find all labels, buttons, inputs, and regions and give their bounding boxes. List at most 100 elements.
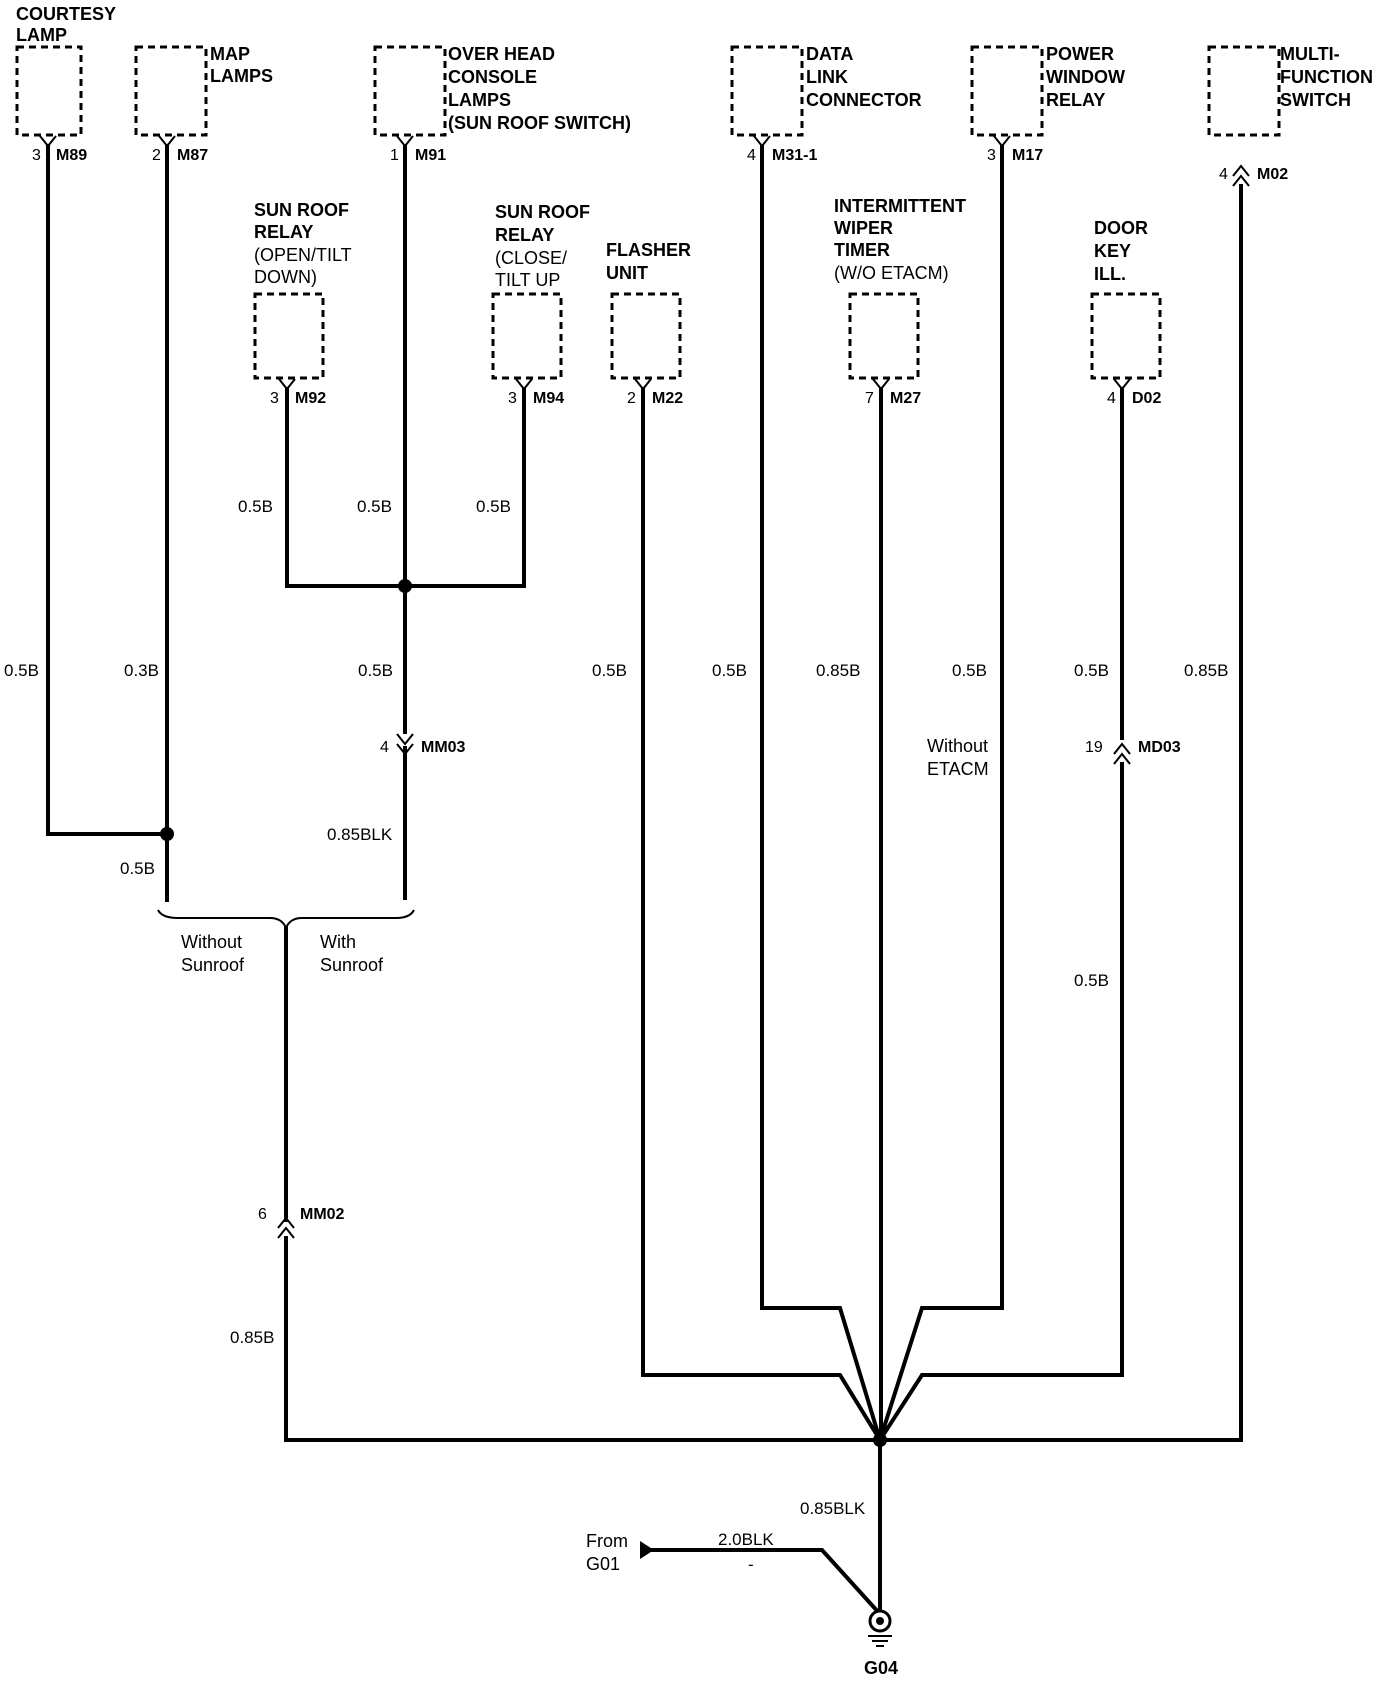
srr-open-label-3: (OPEN/TILT bbox=[254, 245, 352, 265]
without-etacm-2: ETACM bbox=[927, 759, 989, 779]
courtesy-connector: M89 bbox=[56, 147, 87, 164]
mm03-pin: 4 bbox=[380, 739, 389, 756]
map-lamps-label-1: MAP bbox=[210, 44, 250, 64]
wl-dlc: 0.5B bbox=[712, 661, 747, 680]
wl-m91-lower: 0.5B bbox=[358, 661, 393, 680]
pwr-label-3: RELAY bbox=[1046, 90, 1105, 110]
md03-connector: MD03 bbox=[1138, 739, 1181, 756]
wire-from-g01 bbox=[648, 1548, 883, 1617]
flasher-unit-box bbox=[610, 292, 682, 380]
without-etacm-1: Without bbox=[927, 736, 988, 756]
wire-trunk-lower bbox=[284, 1236, 882, 1442]
wl-m91-upper: 0.5B bbox=[357, 497, 392, 516]
wiper-connector: M27 bbox=[890, 390, 921, 407]
splice-ground bbox=[873, 1433, 887, 1447]
ground-label: G04 bbox=[864, 1658, 898, 1678]
srr-close-pin: 3 bbox=[508, 390, 517, 407]
pin-symbols bbox=[39, 135, 1131, 391]
courtesy-lamp-label-1: COURTESY bbox=[16, 4, 116, 24]
wiper-label-3: TIMER bbox=[834, 240, 890, 260]
srr-close-connector: M94 bbox=[533, 390, 564, 407]
door-label-1: DOOR bbox=[1094, 218, 1148, 238]
courtesy-lamp-label-2: LAMP bbox=[16, 25, 67, 45]
wl-m94: 0.5B bbox=[476, 497, 511, 516]
map-connector: M87 bbox=[177, 147, 208, 164]
sunroof-option-bracket bbox=[157, 909, 415, 931]
overhead-connector: M91 bbox=[415, 147, 446, 164]
overhead-label-3: LAMPS bbox=[448, 90, 511, 110]
srr-close-label-1: SUN ROOF bbox=[495, 202, 590, 222]
splice-map bbox=[160, 827, 174, 841]
mm03-connector: MM03 bbox=[421, 739, 466, 756]
multi-function-switch-box bbox=[1207, 45, 1281, 137]
mm02-connector: MM02 bbox=[300, 1206, 345, 1223]
pwr-pin: 3 bbox=[987, 147, 996, 164]
pwr-label-1: POWER bbox=[1046, 44, 1114, 64]
wiper-pin: 7 bbox=[865, 390, 874, 407]
door-key-ill-box bbox=[1090, 292, 1162, 380]
wl-mm02-lower: 0.85B bbox=[230, 1328, 274, 1347]
overhead-label-4: (SUN ROOF SWITCH) bbox=[448, 113, 631, 133]
mm02-connector-symbol bbox=[277, 1216, 295, 1239]
mfs-label-1: MULTI- bbox=[1280, 44, 1340, 64]
mm02-pin: 6 bbox=[258, 1206, 267, 1223]
wl-tick: - bbox=[748, 1555, 754, 1574]
srr-close-label-4: TILT UP bbox=[495, 270, 560, 290]
srr-close-label-3: (CLOSE/ bbox=[495, 248, 567, 268]
wl-courtesy: 0.5B bbox=[4, 661, 39, 680]
splice-sunroof bbox=[398, 579, 412, 593]
from-g01-arrow-icon bbox=[640, 1541, 654, 1559]
without-sunroof-2: Sunroof bbox=[181, 955, 245, 975]
mfs-label-2: FUNCTION bbox=[1280, 67, 1373, 87]
door-connector: D02 bbox=[1132, 390, 1161, 407]
md03-connector-symbol bbox=[1113, 742, 1131, 765]
flasher-pin: 2 bbox=[627, 390, 636, 407]
door-pin: 4 bbox=[1107, 390, 1116, 407]
wl-mfs: 0.85B bbox=[1184, 661, 1228, 680]
dlc-pin: 4 bbox=[747, 147, 756, 164]
dlc-label-3: CONNECTOR bbox=[806, 90, 922, 110]
mfs-label-3: SWITCH bbox=[1280, 90, 1351, 110]
wire-courtesy bbox=[46, 144, 169, 836]
wire-mfs bbox=[878, 184, 1243, 1442]
pwr-connector: M17 bbox=[1012, 147, 1043, 164]
map-pin: 2 bbox=[152, 147, 161, 164]
data-link-connector-box bbox=[730, 45, 804, 137]
wl-door-lower: 0.5B bbox=[1074, 971, 1109, 990]
sun-roof-relay-open-box bbox=[253, 292, 325, 380]
with-sunroof-2: Sunroof bbox=[320, 955, 384, 975]
flasher-label-2: UNIT bbox=[606, 263, 648, 283]
srr-open-label-4: DOWN) bbox=[254, 267, 317, 287]
overhead-console-box bbox=[373, 45, 447, 137]
wl-wiper: 0.85B bbox=[816, 661, 860, 680]
with-sunroof-1: With bbox=[320, 932, 356, 952]
power-window-relay-box bbox=[970, 45, 1044, 137]
without-sunroof-1: Without bbox=[181, 932, 242, 952]
door-label-2: KEY bbox=[1094, 241, 1131, 261]
srr-open-pin: 3 bbox=[270, 390, 279, 407]
wl-m92: 0.5B bbox=[238, 497, 273, 516]
door-label-3: ILL. bbox=[1094, 264, 1126, 284]
srr-open-label-1: SUN ROOF bbox=[254, 200, 349, 220]
wire-power-window bbox=[877, 144, 1004, 1443]
from-g01-label-1: From bbox=[586, 1531, 628, 1551]
dlc-connector: M31-1 bbox=[772, 147, 817, 164]
wire-dlc bbox=[760, 144, 883, 1443]
wl-mm03-lower: 0.85BLK bbox=[327, 825, 393, 844]
map-lamps-box bbox=[134, 45, 208, 137]
dlc-label-1: DATA bbox=[806, 44, 853, 64]
wl-ground-main: 0.85BLK bbox=[800, 1499, 866, 1518]
wire-flasher bbox=[641, 387, 883, 1443]
flasher-label-1: FLASHER bbox=[606, 240, 691, 260]
srr-open-label-2: RELAY bbox=[254, 222, 313, 242]
wiper-timer-box bbox=[848, 292, 920, 380]
wiper-label-4: (W/O ETACM) bbox=[834, 263, 949, 283]
srr-close-label-2: RELAY bbox=[495, 225, 554, 245]
map-lamps-label-2: LAMPS bbox=[210, 66, 273, 86]
wl-pwr: 0.5B bbox=[952, 661, 987, 680]
courtesy-pin: 3 bbox=[32, 147, 41, 164]
overhead-pin: 1 bbox=[390, 147, 399, 164]
pwr-label-2: WINDOW bbox=[1046, 67, 1125, 87]
